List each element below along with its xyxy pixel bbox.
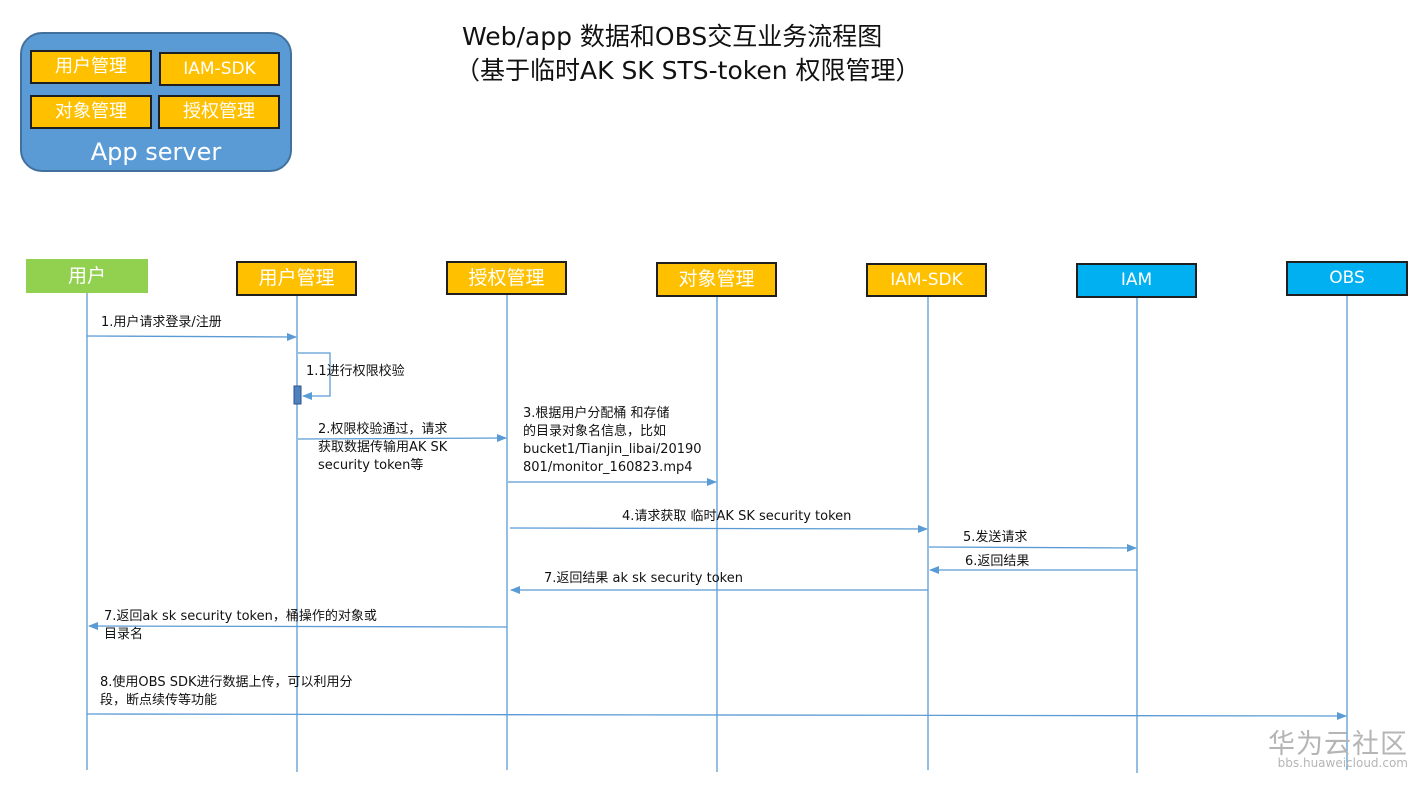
actor-iam-sdk: IAM-SDK [866,263,987,297]
msg-2-arrow [297,434,507,443]
module-user-mgmt: 用户管理 [30,50,152,84]
msg-8-label: 8.使用OBS SDK进行数据上传，可以利用分段，断点续传等功能 [100,675,353,708]
diagram-subtitle: （基于临时AK SK STS-token 权限管理） [455,56,921,85]
module-auth-mgmt: 授权管理 [158,95,280,129]
app-server-box: 用户管理 IAM-SDK 对象管理 授权管理 App server [20,32,292,172]
app-server-label: App server [90,138,222,166]
activation-box [293,385,302,405]
msg-1-label: 1.用户请求登录/注册 [101,315,222,330]
actor-user: 用户 [26,259,148,293]
msg-4-label: 4.请求获取 临时AK SK security token [622,509,852,524]
diagram-title: Web/app 数据和OBS交互业务流程图 [462,22,883,51]
module-iam-sdk: IAM-SDK [159,52,280,86]
msg-5-arrow [928,543,1137,552]
lifelines [86,293,1348,773]
actor-obs: OBS [1286,261,1408,296]
msg-4-arrow [509,524,928,533]
msg-5-label: 5.发送请求 [963,530,1028,545]
actor-iam: IAM [1076,263,1197,298]
msg-6-label: 6.返回结果 [965,554,1030,569]
msg-8-arrow [86,711,1347,720]
actor-object-mgmt: 对象管理 [656,262,777,297]
watermark-url: bbs.huaweicloud.com [1277,756,1408,770]
msg-1-1-label: 1.1进行权限校验 [306,364,405,379]
actor-auth-mgmt: 授权管理 [446,261,567,295]
msg-7a-label: 7.返回结果 ak sk security token [544,571,743,586]
module-object-mgmt: 对象管理 [30,95,152,129]
msg-7b-arrow [88,622,508,631]
watermark-brand: 华为云社区 [1268,729,1408,760]
msg-1-arrow [86,332,297,341]
msg-7b-label: 7.返回ak sk security token，桶操作的对象或目录名 [104,609,377,642]
msg-1-1-arrow [298,352,331,400]
actor-user-mgmt: 用户管理 [236,261,357,296]
